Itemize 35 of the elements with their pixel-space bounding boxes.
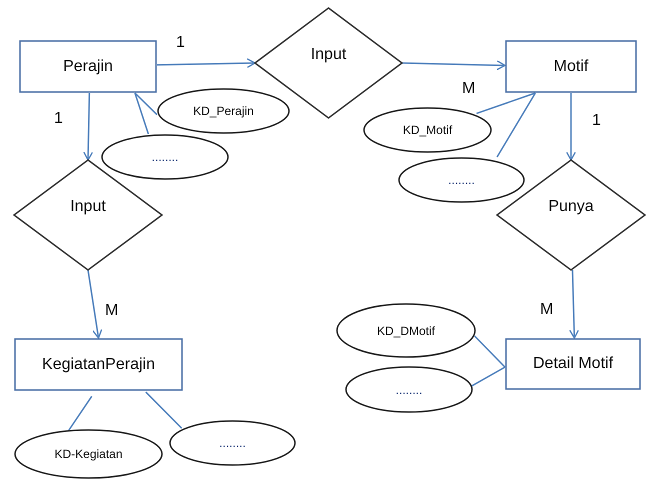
connector-line	[476, 92, 536, 114]
relationship-label: Input	[310, 46, 346, 64]
connector-line	[470, 366, 506, 388]
cardinality-label: 1	[54, 110, 63, 128]
relationship-label: Input	[70, 198, 106, 216]
entity-label: Perajin	[63, 58, 113, 76]
entity-label: Motif	[554, 58, 588, 76]
attribute-label: ........	[152, 150, 178, 164]
connector-line	[145, 392, 182, 429]
cardinality-label: 1	[592, 112, 601, 130]
connector-line	[134, 92, 150, 134]
arrow	[87, 270, 102, 339]
cardinality-label: M	[105, 302, 118, 320]
arrow	[83, 92, 94, 161]
arrow	[568, 270, 580, 339]
connector-line	[474, 335, 506, 368]
attribute-label: ........	[219, 436, 246, 450]
attribute-label: KD_Perajin	[193, 104, 254, 118]
entity-label: KegiatanPerajin	[42, 356, 155, 374]
attribute-label: KD-Kegiatan	[54, 447, 123, 461]
relationship-label: Punya	[548, 198, 594, 216]
cardinality-label: M	[462, 80, 476, 98]
cardinality-label: M	[540, 301, 554, 319]
attribute-label: KD_DMotif	[376, 324, 435, 338]
connector-line	[134, 92, 158, 116]
arrow	[156, 58, 256, 68]
attribute-label: ........	[448, 173, 475, 187]
attribute-label: ........	[396, 382, 422, 396]
connector-line	[496, 92, 536, 158]
cardinality-label: 1	[176, 34, 185, 52]
attribute-label: KD_Motif	[402, 123, 452, 137]
connector-line	[67, 396, 92, 432]
arrow	[566, 93, 576, 161]
entity-label: Detail Motif	[532, 355, 614, 373]
arrow	[402, 60, 506, 70]
